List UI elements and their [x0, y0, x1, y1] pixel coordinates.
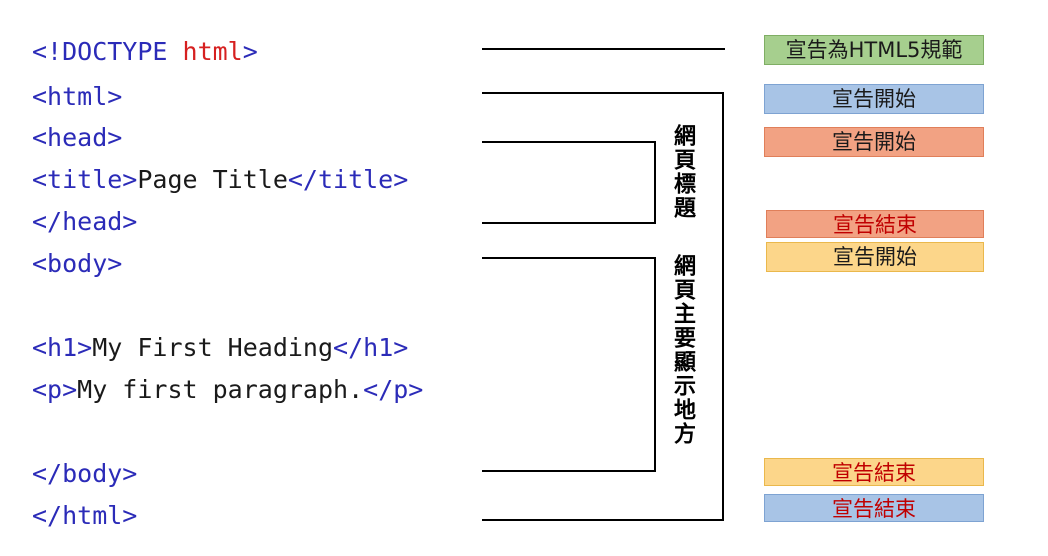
badge-body-start: 宣告開始 — [766, 242, 984, 272]
doctype-close: > — [242, 37, 258, 66]
h1-close-tag: </h1> — [333, 333, 409, 362]
badge-doctype: 宣告為HTML5規範 — [764, 35, 984, 65]
badge-html-start: 宣告開始 — [764, 84, 984, 114]
body-bracket — [482, 257, 656, 472]
doctype-open: <!DOCTYPE — [32, 37, 183, 66]
code-line-head-open: <head> — [32, 123, 123, 152]
h1-open-tag: <h1> — [32, 333, 93, 362]
code-line-p: <p>My first paragraph.</p> — [32, 375, 423, 405]
code-line-body-close: </body> — [32, 459, 138, 488]
code-line-doctype: <!DOCTYPE html> — [32, 37, 258, 67]
code-line-head-close: </head> — [32, 207, 138, 236]
code-line-html-close: </html> — [32, 501, 138, 530]
doctype-keyword: html — [182, 37, 243, 66]
body-section-label: 網頁主要顯示地方 — [670, 254, 695, 446]
title-close-tag: </title> — [287, 165, 409, 194]
code-line-h1: <h1>My First Heading</h1> — [32, 333, 408, 363]
badge-head-end: 宣告結束 — [766, 210, 984, 238]
head-section-label: 網頁標題 — [670, 124, 695, 220]
badge-body-end: 宣告結束 — [764, 458, 984, 486]
title-text: Page Title — [137, 165, 288, 194]
title-open-tag: <title> — [32, 165, 138, 194]
head-bracket — [482, 141, 656, 224]
badge-html-end: 宣告結束 — [764, 494, 984, 522]
p-close-tag: </p> — [363, 375, 424, 404]
p-open-tag: <p> — [32, 375, 78, 404]
code-line-body-open: <body> — [32, 249, 123, 278]
p-text: My first paragraph. — [77, 375, 364, 404]
code-line-html-open: <html> — [32, 82, 123, 111]
badge-head-start: 宣告開始 — [764, 127, 984, 157]
code-line-title: <title>Page Title</title> — [32, 165, 408, 195]
html-bracket — [482, 92, 724, 521]
h1-text: My First Heading — [92, 333, 334, 362]
